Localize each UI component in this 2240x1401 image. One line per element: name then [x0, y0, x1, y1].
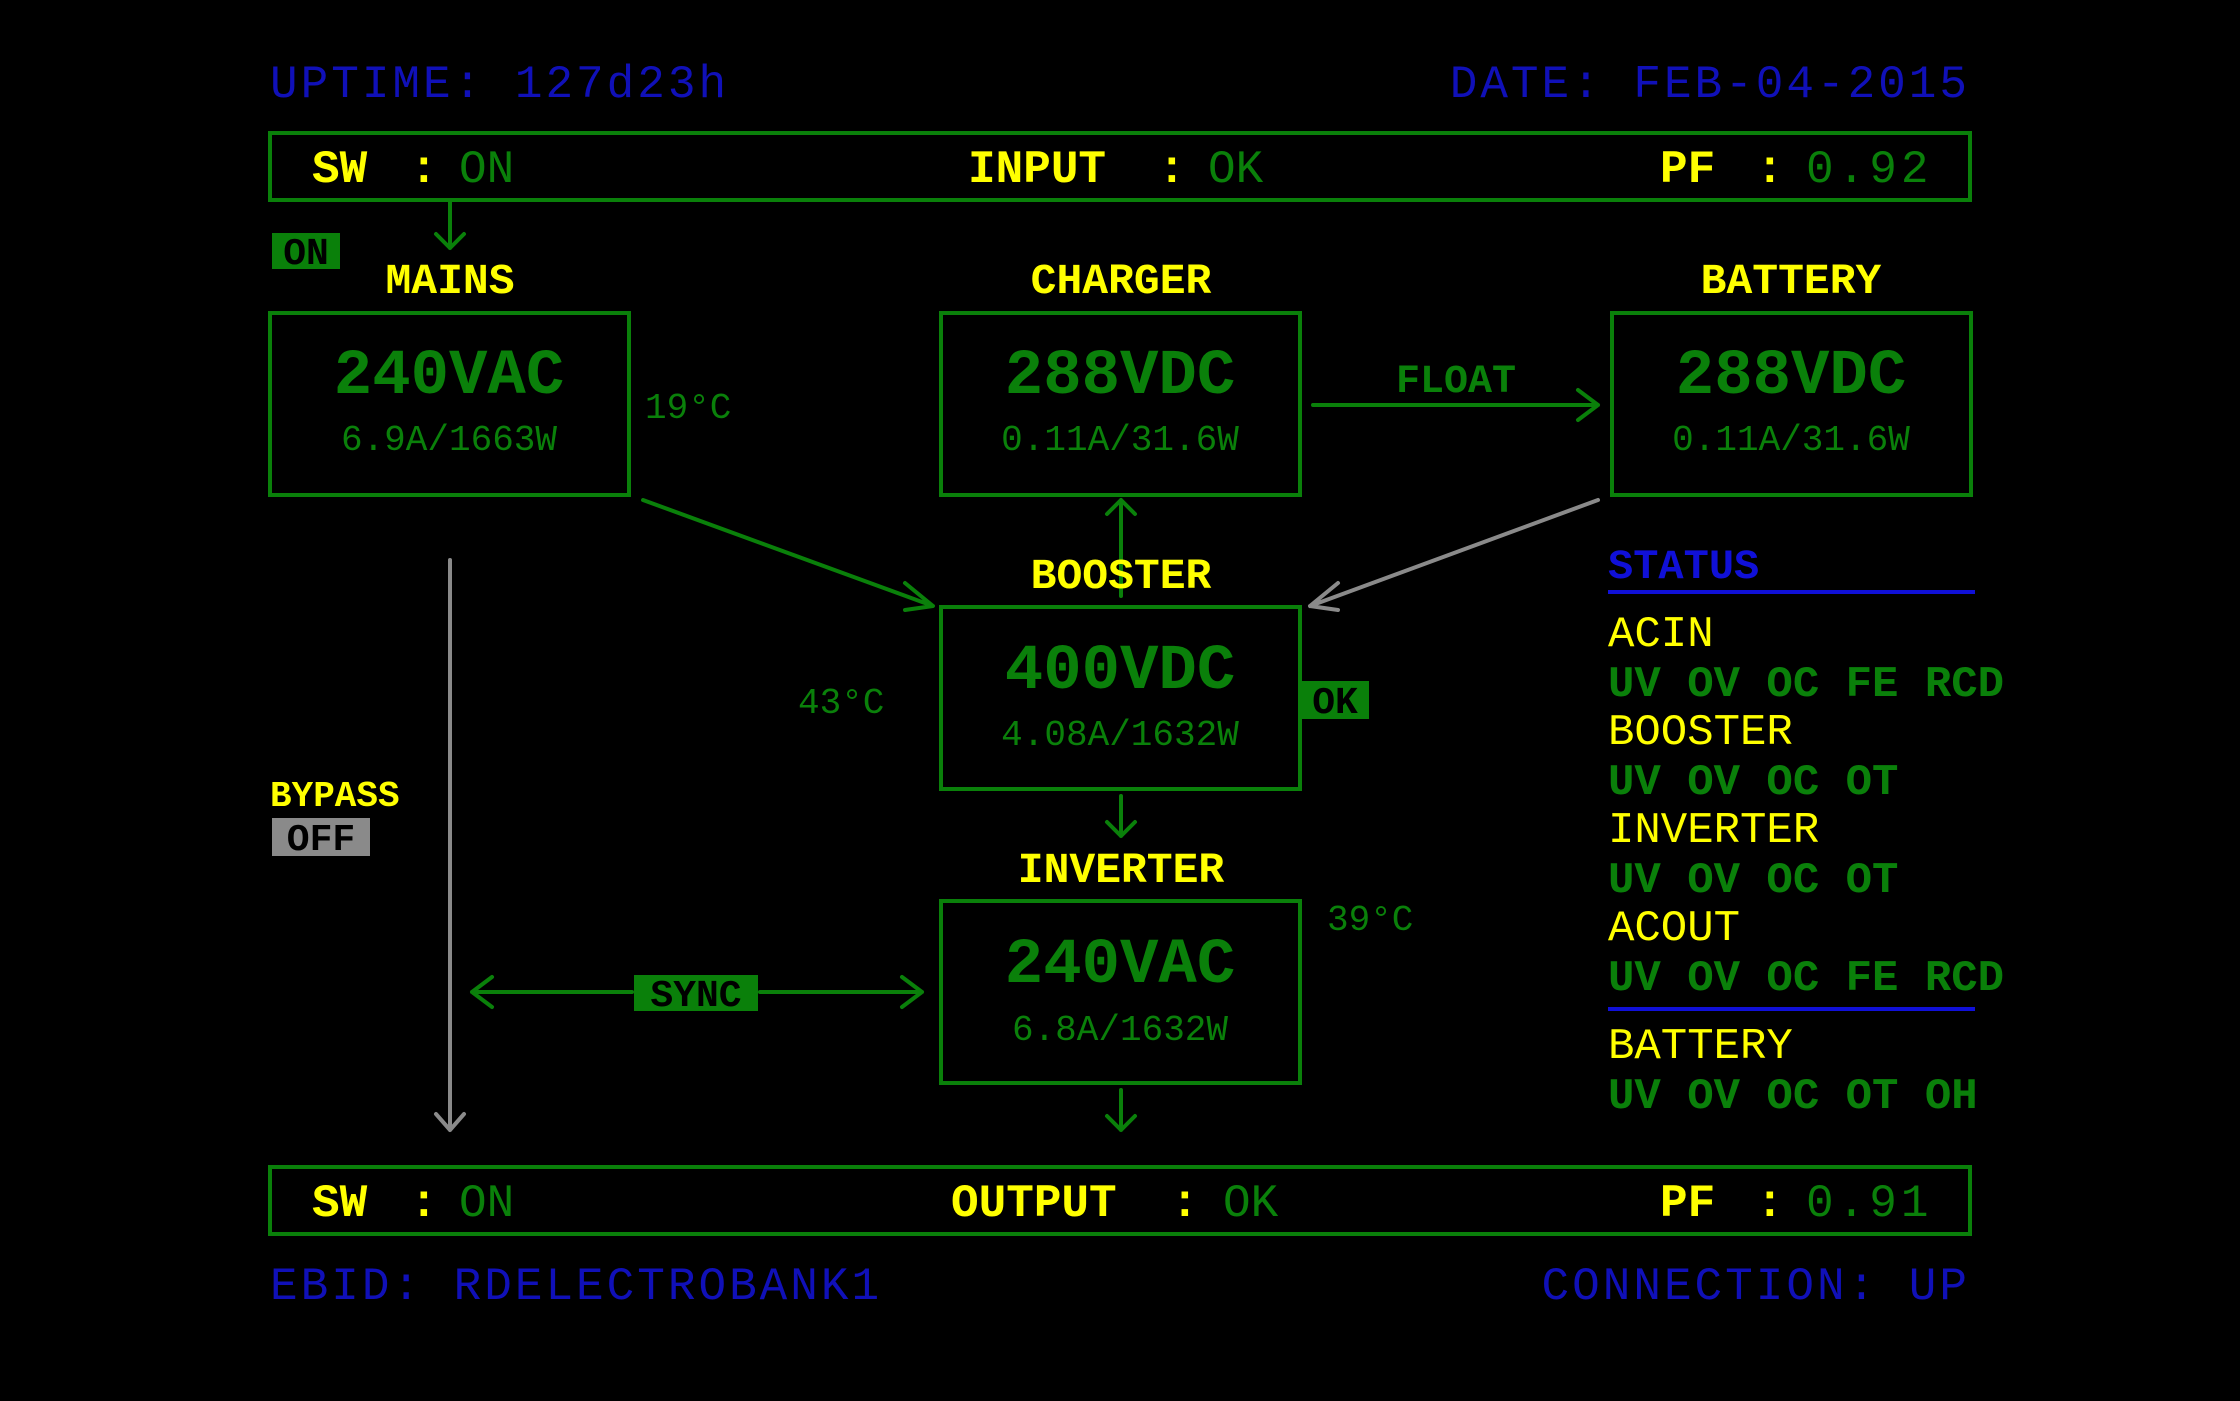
charger-current-power: 0.11A/31.6W: [1001, 420, 1239, 461]
connection-readout: CONNECTION: UP: [1542, 1261, 1970, 1313]
output-sw-label: SW: [312, 1178, 368, 1230]
charger-box: 288VDC 0.11A/31.6W: [939, 311, 1302, 497]
battery-current-power: 0.11A/31.6W: [1672, 420, 1910, 461]
mains-temperature: 19°C: [645, 388, 731, 429]
inverter-current-power: 6.8A/1632W: [1012, 1010, 1228, 1051]
inverter-title: INVERTER: [1018, 846, 1225, 895]
date-readout: DATE: FEB-04-2015: [1450, 59, 1970, 111]
bypass-line: [434, 558, 466, 1132]
status-acin-name: ACIN: [1608, 610, 1714, 660]
input-status-bar: SW : ON INPUT : OK PF : 0.92: [268, 131, 1972, 202]
status-battery-name: BATTERY: [1608, 1022, 1793, 1072]
svg-text:OK: OK: [1312, 682, 1358, 725]
status-panel: STATUS ACIN UV OV OC FE RCD BOOSTER UV O…: [1608, 543, 2004, 1122]
output-pf-label: PF: [1660, 1178, 1715, 1230]
charger-voltage: 288VDC: [1005, 341, 1235, 413]
battery-box: 288VDC 0.11A/31.6W: [1610, 311, 1973, 497]
input-sw-value: ON: [459, 144, 514, 196]
inverter-voltage: 240VAC: [1005, 930, 1235, 1002]
sync-arrow-right: [758, 975, 924, 1009]
output-pf-separator: :: [1756, 1178, 1784, 1230]
booster-voltage: 400VDC: [1005, 636, 1235, 708]
inverter-temperature: 39°C: [1327, 900, 1413, 941]
bypass-label: BYPASS: [270, 776, 400, 817]
svg-text:ON: ON: [283, 233, 329, 276]
uptime-readout: UPTIME: 127d23h: [270, 59, 729, 111]
status-inverter-name: INVERTER: [1608, 806, 1819, 856]
status-acout-flags: UV OV OC FE RCD: [1608, 954, 2004, 1004]
input-pf-value: 0.92: [1806, 144, 1932, 196]
sync-tag: SYNC: [634, 975, 758, 1018]
output-separator: :: [1171, 1178, 1199, 1230]
ebid-readout: EBID: RDELECTROBANK1: [270, 1261, 882, 1313]
status-inverter-flags: UV OV OC OT: [1608, 856, 1898, 906]
battery-to-booster-arrow: [1308, 498, 1600, 612]
input-label: INPUT: [968, 144, 1106, 196]
input-sw-separator: :: [410, 144, 438, 196]
sw-to-mains-arrow: [434, 200, 466, 250]
mains-current-power: 6.9A/1663W: [341, 420, 557, 461]
svg-text:OFF: OFF: [287, 819, 355, 862]
mains-box: 240VAC 6.9A/1663W: [268, 311, 631, 497]
output-status-value: OK: [1223, 1178, 1279, 1230]
output-label: OUTPUT: [951, 1178, 1117, 1230]
input-separator: :: [1158, 144, 1186, 196]
status-booster-name: BOOSTER: [1608, 708, 1793, 758]
inverter-box: 240VAC 6.8A/1632W: [939, 899, 1302, 1085]
booster-current-power: 4.08A/1632W: [1001, 715, 1239, 756]
float-label: FLOAT: [1396, 360, 1516, 405]
status-booster-flags: UV OV OC OT: [1608, 758, 1898, 808]
battery-title: BATTERY: [1701, 257, 1882, 306]
status-acin-flags: UV OV OC FE RCD: [1608, 660, 2004, 710]
inverter-to-output-arrow: [1105, 1088, 1137, 1132]
svg-text:SYNC: SYNC: [650, 975, 741, 1018]
input-pf-label: PF: [1660, 144, 1715, 196]
mains-title: MAINS: [385, 257, 514, 306]
input-status-value: OK: [1208, 144, 1264, 196]
booster-temperature: 43°C: [798, 683, 884, 724]
output-sw-separator: :: [410, 1178, 438, 1230]
status-acout-name: ACOUT: [1608, 904, 1740, 954]
status-title: STATUS: [1608, 543, 1759, 591]
status-battery-flags: UV OV OC OT OH: [1608, 1072, 1978, 1122]
output-status-bar: SW : ON OUTPUT : OK PF : 0.91: [268, 1165, 1972, 1236]
input-sw-label: SW: [312, 144, 368, 196]
booster-to-inverter-arrow: [1105, 794, 1137, 838]
booster-box: 400VDC 4.08A/1632W: [939, 605, 1302, 791]
output-sw-value: ON: [459, 1178, 514, 1230]
output-pf-value: 0.91: [1806, 1178, 1932, 1230]
battery-voltage: 288VDC: [1676, 341, 1906, 413]
charger-title: CHARGER: [1031, 257, 1212, 306]
mains-voltage: 240VAC: [334, 341, 564, 413]
bypass-state-tag: OFF: [272, 818, 370, 862]
booster-title: BOOSTER: [1031, 552, 1212, 601]
sync-arrow-left: [470, 975, 634, 1009]
booster-ok-tag: OK: [1301, 681, 1369, 725]
mains-to-booster-arrow: [641, 498, 935, 612]
mains-on-tag: ON: [272, 233, 340, 276]
charger-to-battery-arrow: [1311, 388, 1600, 422]
input-pf-separator: :: [1756, 144, 1784, 196]
booster-to-charger-arrow: [1105, 498, 1137, 598]
